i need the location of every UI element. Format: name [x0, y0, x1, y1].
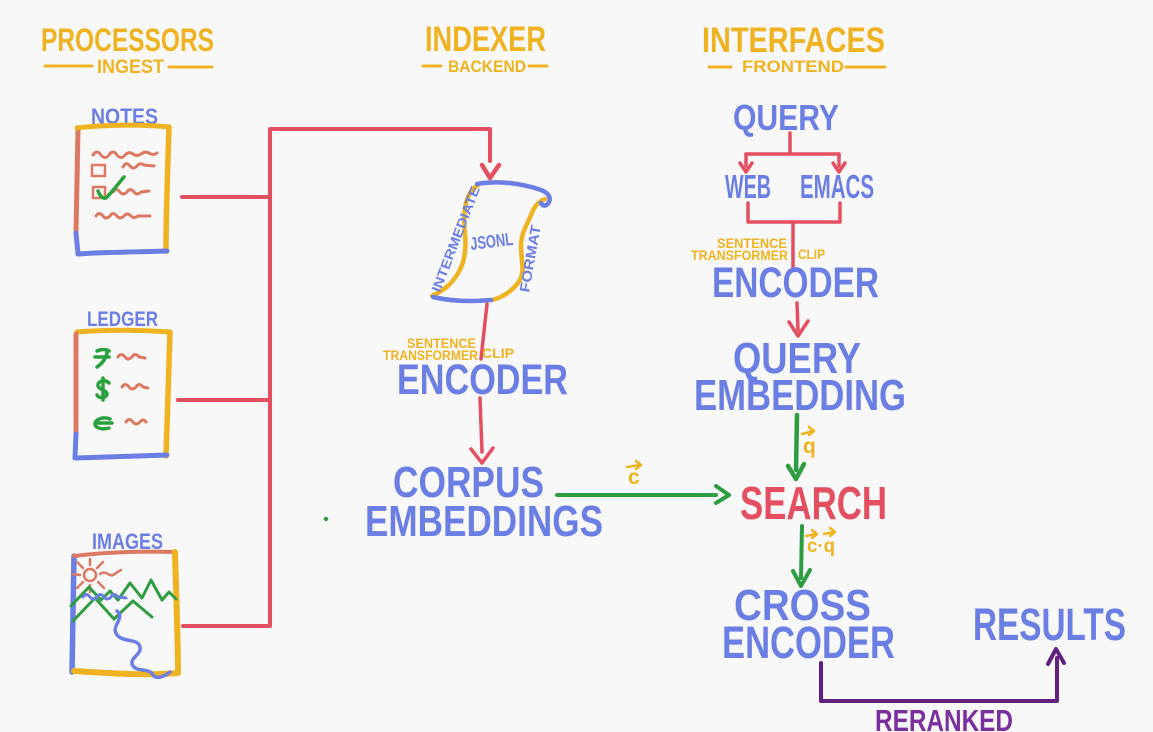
svg-text:CROSS: CROSS [734, 581, 871, 630]
svg-text:QUERY: QUERY [733, 97, 839, 138]
svg-text:SENTENCE: SENTENCE [717, 236, 787, 251]
svg-text:TRANSFORMER: TRANSFORMER [691, 248, 788, 263]
svg-text:EMBEDDINGS: EMBEDDINGS [365, 497, 603, 546]
svg-text:EMBEDDING: EMBEDDING [694, 371, 906, 420]
svg-text:LEDGER: LEDGER [87, 308, 158, 331]
svg-text:ENCODER: ENCODER [712, 259, 879, 307]
svg-text:FRONTEND: FRONTEND [742, 57, 844, 76]
svg-text:q: q [803, 435, 816, 458]
svg-text:ENCODER: ENCODER [722, 617, 895, 668]
svg-text:INDEXER: INDEXER [425, 20, 546, 59]
svg-text:PROCESSORS: PROCESSORS [41, 22, 214, 58]
svg-text:BACKEND: BACKEND [448, 57, 526, 76]
svg-text:QUERY: QUERY [733, 334, 861, 383]
svg-text:CLIP: CLIP [482, 345, 514, 361]
svg-text:SENTENCE: SENTENCE [407, 336, 476, 351]
svg-text:SEARCH: SEARCH [740, 477, 887, 529]
svg-text:INGEST: INGEST [97, 57, 164, 78]
svg-text:c: c [628, 466, 640, 489]
svg-text:CORPUS: CORPUS [393, 458, 544, 507]
svg-text:CLIP: CLIP [798, 246, 825, 262]
svg-text:c·q: c·q [807, 536, 835, 557]
svg-text:TRANSFORMER: TRANSFORMER [383, 348, 478, 363]
svg-text:INTERFACES: INTERFACES [702, 21, 885, 60]
svg-text:RESULTS: RESULTS [973, 599, 1126, 650]
svg-text:RERANKED: RERANKED [875, 703, 1013, 732]
svg-text:WEB: WEB [725, 168, 771, 205]
svg-text:ENCODER: ENCODER [397, 356, 568, 404]
svg-text:EMACS: EMACS [800, 168, 874, 205]
